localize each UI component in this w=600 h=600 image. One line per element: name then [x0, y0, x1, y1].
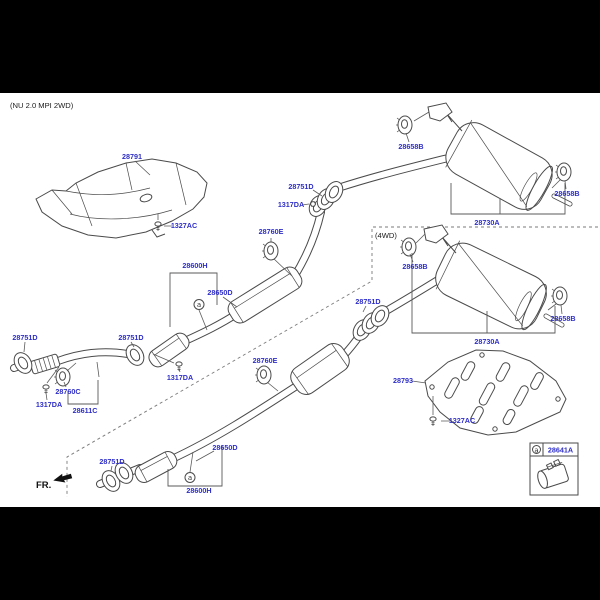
- center-muffler-4wd: [290, 343, 350, 395]
- part-label-28793[interactable]: 28793: [393, 376, 413, 385]
- part-label-28751D[interactable]: 28751D: [99, 457, 124, 466]
- part-label-28751D[interactable]: 28751D: [288, 182, 313, 191]
- part-label-28611C[interactable]: 28611C: [73, 406, 98, 415]
- hanger-grommet-icon: [550, 286, 568, 306]
- part-label-1317DA[interactable]: 1317DA: [36, 400, 62, 409]
- part-label-28658B[interactable]: 28658B: [402, 262, 427, 271]
- part-label-28658B[interactable]: 28658B: [550, 314, 575, 323]
- clamp-marker-a-4wd: a: [184, 451, 196, 483]
- callout-brackets: [23, 132, 567, 487]
- part-labels: 28791 1327AC 28760E 28751D 1317DA 28600H…: [12, 142, 579, 495]
- hanger-grommet-icon: [395, 115, 413, 135]
- part-label-28760E[interactable]: 28760E: [253, 356, 278, 365]
- part-label-28650D[interactable]: 28650D: [207, 288, 232, 297]
- part-label-28751D[interactable]: 28751D: [12, 333, 37, 342]
- rear-muffler-2wd: [413, 102, 561, 211]
- clamp-icon: [537, 458, 569, 489]
- fr-direction: FR.: [36, 473, 73, 491]
- letterbox-bottom: [0, 507, 600, 600]
- hanger-grommet-icon: [254, 365, 272, 385]
- nut-icon: [309, 201, 317, 207]
- part-label-1327AC[interactable]: 1327AC: [449, 416, 475, 425]
- hanger-grommet-icon: [554, 162, 572, 182]
- marker-letter: a: [188, 474, 192, 482]
- clamp-marker-a-2wd: a: [193, 299, 208, 331]
- fr-label: FR.: [36, 480, 51, 491]
- marker-letter: a: [534, 446, 538, 454]
- center-muffler-2wd: [227, 266, 303, 324]
- legend-box: a 28641A: [529, 442, 579, 496]
- part-label-28730A[interactable]: 28730A: [474, 337, 499, 346]
- fr-arrow-icon: [53, 473, 73, 483]
- part-label-1317DA[interactable]: 1317DA: [278, 200, 304, 209]
- part-label-28650D[interactable]: 28650D: [212, 443, 237, 452]
- part-label-1317DA[interactable]: 1317DA: [167, 373, 193, 382]
- variant-note: (NU 2.0 MPI 2WD): [10, 101, 74, 110]
- marker-letter: a: [197, 301, 201, 309]
- 4wd-boundary-outline: [66, 226, 598, 497]
- part-label-28658B[interactable]: 28658B: [398, 142, 423, 151]
- rear-muffler-4wd: [415, 224, 557, 331]
- rear-heat-shield: [424, 349, 567, 436]
- part-label-28791[interactable]: 28791: [122, 152, 142, 161]
- part-label-28600H[interactable]: 28600H: [186, 486, 211, 495]
- part-label-1327AC[interactable]: 1327AC: [171, 221, 197, 230]
- letterbox-top: [0, 0, 600, 93]
- part-label-28641A[interactable]: 28641A: [548, 446, 573, 455]
- part-label-28730A[interactable]: 28730A: [474, 218, 499, 227]
- hanger-grommet-icon: [261, 241, 279, 261]
- part-label-28760C[interactable]: 28760C: [55, 387, 80, 396]
- part-label-28751D[interactable]: 28751D: [355, 297, 380, 306]
- hanger-grommet-icon: [399, 237, 417, 257]
- part-label-28658B[interactable]: 28658B: [554, 189, 579, 198]
- part-label-28760E[interactable]: 28760E: [259, 227, 284, 236]
- catalytic-converter-4wd: [134, 451, 178, 483]
- part-label-28600H[interactable]: 28600H: [182, 261, 207, 270]
- front-heat-shield: [35, 158, 208, 239]
- awd-note: (4WD): [375, 231, 397, 240]
- part-label-28751D[interactable]: 28751D: [118, 333, 143, 342]
